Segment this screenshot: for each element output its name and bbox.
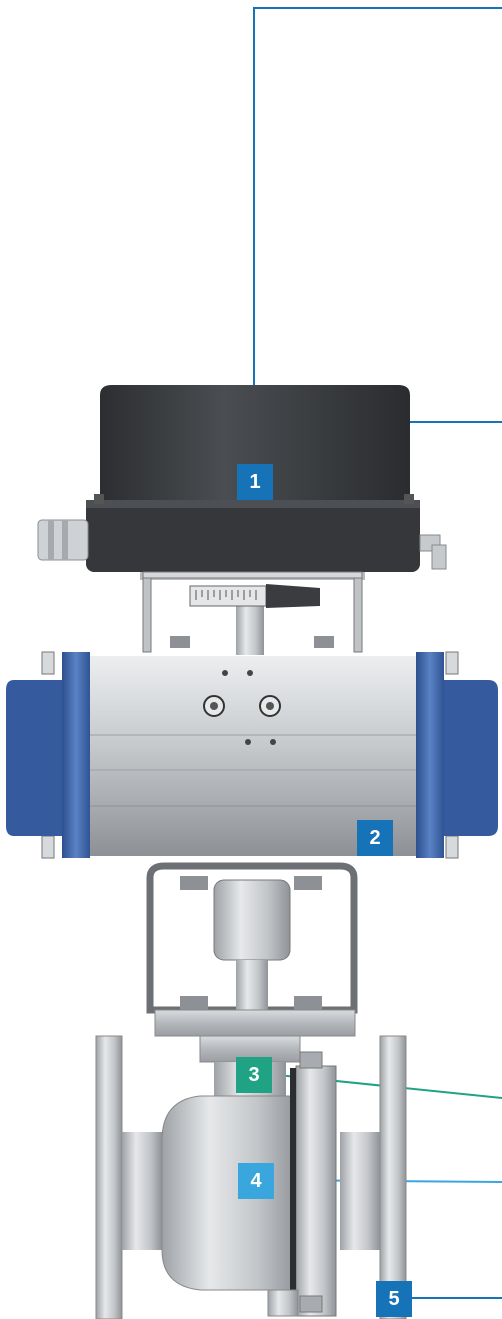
air-fitting [419, 534, 447, 570]
pneumatic-actuator [6, 651, 498, 859]
callout-5: 5 [376, 1281, 412, 1317]
lower-mounting-bracket [146, 862, 358, 1037]
cable-gland [37, 519, 89, 561]
callout-2: 2 [357, 820, 393, 856]
actuator-ports [203, 670, 281, 745]
callout-3: 3 [236, 1057, 272, 1093]
ball-valve [95, 1035, 407, 1319]
housing-bolt [404, 494, 414, 504]
callout-4: 4 [238, 1163, 274, 1199]
leader-line-1 [253, 7, 502, 440]
limit-switch-housing [37, 385, 447, 572]
upper-mounting-bracket [140, 571, 365, 655]
housing-bolt [94, 494, 104, 504]
callout-1: 1 [237, 464, 273, 500]
